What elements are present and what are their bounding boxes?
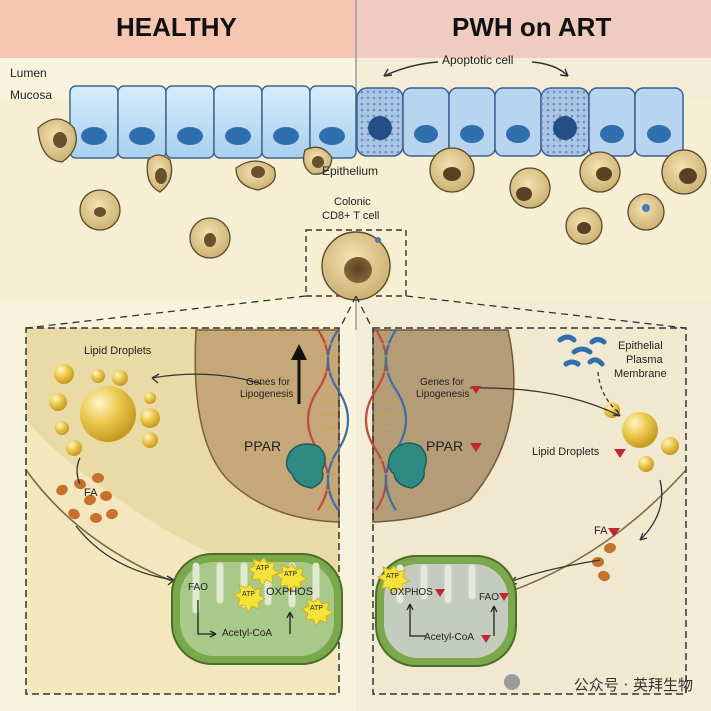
healthy-mito-arrows — [197, 600, 294, 638]
pwh-epithelium — [356, 87, 684, 157]
down-marker-fao — [499, 593, 509, 601]
pwh-flow-arrows — [469, 371, 663, 585]
healthy-ppar-label: PPAR — [244, 438, 282, 454]
healthy-oxphos-label: OXPHOS — [266, 586, 314, 598]
pwh-genes-label-1: Genes for — [420, 377, 464, 388]
epithelial-cell — [69, 85, 119, 159]
down-marker-ppar — [470, 443, 482, 452]
down-marker-genes — [471, 386, 481, 394]
healthy-header-band — [0, 0, 356, 58]
pwh-ppar-label: PPAR — [426, 438, 464, 454]
down-marker-oxphos — [435, 589, 445, 597]
zoom-lines — [25, 295, 687, 329]
epithelial-cell — [261, 85, 311, 159]
lumen-label: Lumen — [10, 66, 47, 80]
epithelial-cell — [588, 87, 636, 157]
atp-label: ATP — [386, 573, 400, 580]
pwh-oxphos-label: OXPHOS — [390, 587, 433, 598]
genes-up-arrow — [291, 344, 307, 404]
pwh-header-band — [356, 0, 711, 58]
pwh-genes-label-2: Lipogenesis — [416, 389, 470, 400]
healthy-acetyl-label: Acetyl-CoA — [222, 628, 273, 639]
cd8-tcell-label: CD8+ T cell — [322, 210, 380, 222]
healthy-fa-label: FA — [84, 487, 98, 499]
healthy-lipid-label: Lipid Droplets — [84, 345, 152, 357]
apoptotic-epithelial-cell — [540, 87, 590, 157]
pwh-lipid-label: Lipid Droplets — [532, 446, 600, 458]
pwh-lipid-droplets — [604, 402, 679, 472]
down-marker-fa — [608, 528, 620, 537]
tcell — [189, 217, 231, 259]
epithelium-label: Epithelium — [322, 164, 379, 178]
apoptotic-epithelial-cell — [356, 87, 404, 157]
healthy-fa — [56, 473, 118, 523]
tcell — [79, 189, 121, 231]
tcell — [37, 118, 77, 163]
healthy-flow-arrows — [75, 373, 263, 586]
pwh-header: PWH on ART — [452, 12, 612, 42]
apoptotic-arrows — [383, 61, 569, 77]
tcell — [565, 207, 603, 245]
epithelial-cell — [494, 87, 542, 157]
epithelial-cell — [213, 85, 263, 159]
tcell — [579, 151, 621, 193]
down-markers — [435, 386, 626, 643]
down-marker-acetyl — [481, 635, 491, 643]
epithelial-cell — [309, 85, 357, 159]
atp-label: ATP — [284, 571, 298, 578]
pwh-fa-label: FA — [594, 525, 608, 537]
epithelial-cell — [165, 85, 215, 159]
pwh-fao-label: FAO — [479, 592, 500, 603]
healthy-lipid-droplets — [49, 364, 160, 456]
apoptotic-cell-label: Apoptotic cell — [442, 53, 514, 67]
membrane-fragments — [557, 334, 607, 367]
tcell — [302, 146, 333, 175]
tcell — [661, 149, 707, 195]
watermark-text: 公众号 · 英拜生物 — [573, 676, 693, 694]
colonic-label: Colonic — [334, 196, 371, 208]
tcell — [627, 193, 665, 231]
healthy-epithelium — [69, 85, 357, 159]
wechat-icon — [504, 674, 520, 690]
tcell — [146, 154, 173, 193]
healthy-header: HEALTHY — [116, 12, 237, 42]
epithelial-cell — [448, 87, 496, 157]
healthy-genes-label-1: Genes for — [246, 377, 290, 388]
healthy-dna — [307, 329, 349, 511]
membrane-label-3: Membrane — [614, 368, 667, 380]
pwh-mucosa-cells — [429, 147, 707, 245]
membrane-label-2: Plasma — [626, 354, 663, 366]
epithelial-cell — [117, 85, 167, 159]
healthy-genes-label-2: Lipogenesis — [240, 389, 294, 400]
ppar-protein-healthy — [285, 443, 326, 489]
tcell — [429, 147, 475, 193]
healthy-fao-label: FAO — [188, 582, 209, 593]
pwh-mito-arrows — [406, 603, 498, 637]
atp-label: ATP — [242, 591, 256, 598]
colonic-cd8-tcell — [321, 231, 391, 301]
mucosa-label: Mucosa — [10, 88, 53, 102]
ppar-protein-pwh — [387, 442, 427, 489]
tcell — [235, 160, 276, 191]
healthy-mucosa-cells — [37, 118, 333, 259]
epithelial-cell — [402, 87, 450, 157]
pwh-fa — [592, 542, 616, 582]
epithelial-cell — [634, 87, 684, 157]
tcell — [509, 167, 551, 209]
atp-label: ATP — [310, 605, 324, 612]
pwh-mitochondrion — [375, 555, 517, 667]
atp-label: ATP — [256, 565, 270, 572]
down-marker-lipid — [614, 449, 626, 458]
membrane-label-1: Epithelial — [618, 340, 663, 352]
atp-bursts — [232, 557, 411, 628]
pwh-acetyl-label: Acetyl-CoA — [424, 632, 475, 643]
